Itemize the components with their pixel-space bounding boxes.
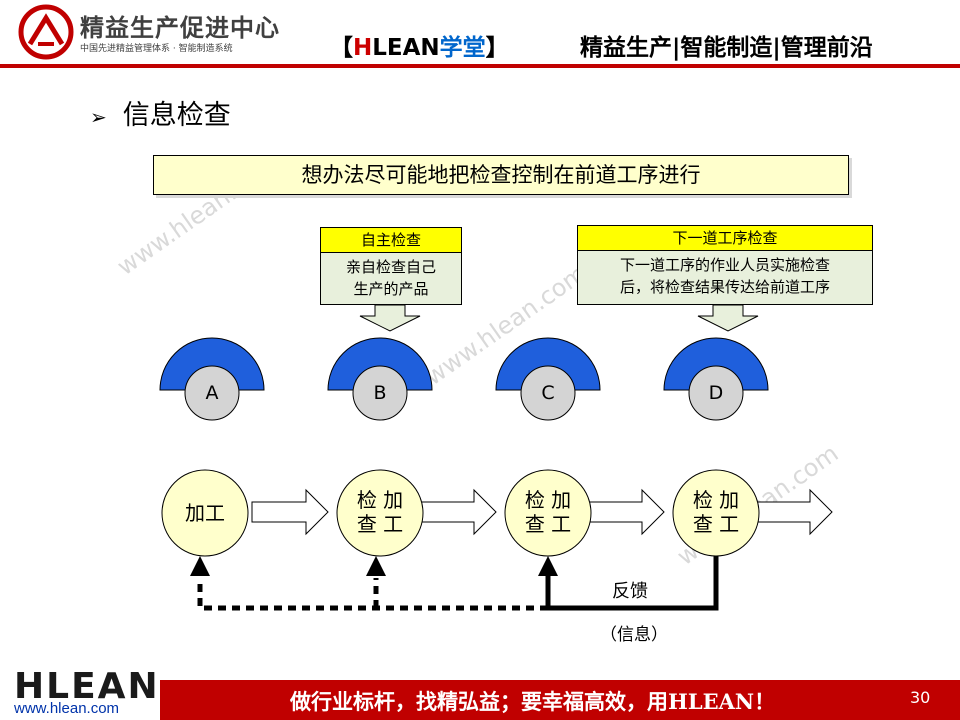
slide-title: ➢ 信息检查	[90, 93, 231, 132]
footer-bar	[160, 680, 960, 720]
information-label: （信息）	[600, 625, 668, 645]
footer-logo: HLEAN	[14, 666, 160, 707]
process-label-inspect-machine: 检 加 查 工	[674, 488, 758, 536]
feedback-arrowhead-icon	[190, 556, 210, 576]
brand-h: H	[353, 35, 373, 61]
feedback-label: 反馈	[612, 581, 648, 602]
flow-arrow	[251, 488, 329, 536]
station-d	[663, 337, 769, 421]
process-label-machining: 加工	[163, 501, 247, 525]
process-circle	[161, 469, 249, 557]
successive-inspection-description: 下一道工序的作业人员实施检查 后，将检查结果传达给前道工序	[577, 251, 873, 305]
self-inspection-line1: 亲自检查自己	[345, 258, 436, 276]
station-arch	[495, 337, 601, 391]
station-b	[327, 337, 433, 421]
header-divider	[0, 64, 960, 68]
station-circle	[352, 365, 408, 421]
footer-slogan: 做行业标杆，找精弘益；要幸福高效，用HLEAN！	[290, 689, 776, 714]
station-label-d: D	[708, 382, 724, 404]
dotted-feedback-line	[197, 578, 548, 611]
process-label-line2: 查 工	[692, 512, 740, 536]
self-inspection-title: 自主检查	[320, 227, 462, 253]
footer-url[interactable]: www.hlean.com	[14, 700, 120, 717]
station-label-a: A	[205, 382, 219, 404]
successive-inspection-line1: 下一道工序的作业人员实施检查	[619, 256, 830, 274]
process-label-line2: 查 工	[524, 512, 572, 536]
callout-down-arrow	[359, 304, 421, 332]
station-label-c: C	[541, 382, 555, 404]
process-label-line1: 检 加	[356, 488, 404, 512]
station-arch	[327, 337, 433, 391]
station-circle	[688, 365, 744, 421]
process-label-inspect-machine: 检 加 查 工	[338, 488, 422, 536]
flow-arrow	[755, 488, 833, 536]
process-label-line2: 查 工	[356, 512, 404, 536]
page-number: 30	[910, 688, 931, 707]
feedback-line	[545, 556, 719, 611]
successive-inspection-line2: 后，将检查结果传达给前道工序	[619, 278, 830, 296]
feedback-arrowhead-icon	[538, 556, 558, 576]
process-label-inspect-machine: 检 加 查 工	[506, 488, 590, 536]
brand-bracket-open: 【	[330, 35, 353, 61]
flow-arrow	[587, 488, 665, 536]
station-circle	[520, 365, 576, 421]
slide-title-text: 信息检查	[122, 100, 231, 131]
self-inspection-description: 亲自检查自己 生产的产品	[320, 253, 462, 305]
brand-school: 学堂	[439, 35, 486, 61]
brand-bracket-close: 】	[485, 35, 509, 61]
org-subtitle: 中国先进精益管理体系 · 智能制造系统	[80, 44, 233, 54]
process-label-line1: 检 加	[524, 488, 572, 512]
station-circle	[184, 365, 240, 421]
slide-header: 精益生产促进中心 中国先进精益管理体系 · 智能制造系统 【HLEAN学堂】 精…	[0, 0, 960, 68]
title-bullet-icon: ➢	[90, 105, 107, 129]
station-arch	[663, 337, 769, 391]
brand-lean: LEAN	[372, 35, 440, 61]
process-label-line1: 加工	[185, 501, 225, 525]
process-label-line1: 检 加	[692, 488, 740, 512]
station-a	[159, 337, 265, 421]
principle-banner: 想办法尽可能地把检查控制在前道工序进行	[153, 155, 849, 195]
flow-arrow	[419, 488, 497, 536]
org-logo-icon	[18, 4, 74, 60]
self-inspection-line2: 生产的产品	[353, 280, 429, 298]
org-name: 精益生产促进中心	[80, 14, 280, 42]
successive-inspection-title: 下一道工序检查	[577, 225, 873, 251]
feedback-arrowhead-icon	[366, 556, 386, 576]
header-tagline: 精益生产|智能制造|管理前沿	[580, 35, 873, 61]
process-circle	[336, 469, 424, 557]
callout-down-arrow	[697, 304, 759, 332]
brand-name: 【HLEAN学堂】	[330, 28, 509, 62]
station-label-b: B	[373, 382, 387, 404]
station-arch	[159, 337, 265, 391]
station-c	[495, 337, 601, 421]
